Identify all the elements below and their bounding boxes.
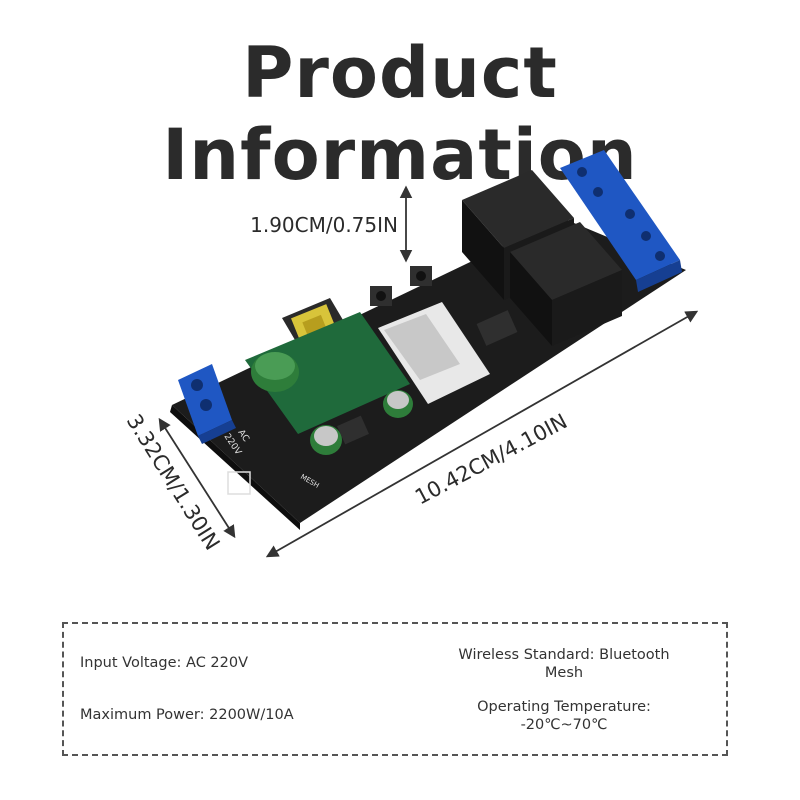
capacitor-small-2 [383, 390, 413, 418]
operating-temperature-line1: Operating Temperature: [477, 699, 651, 715]
wireless-standard-line2: Mesh [544, 665, 584, 681]
width-dimension-arrow [158, 417, 236, 539]
page-title: Product Information [162, 32, 638, 196]
push-button-1 [370, 286, 392, 306]
height-dimension-label: 1.90CM/0.75IN [250, 213, 398, 237]
operating-temperature-line2: -20℃~70℃ [520, 717, 608, 733]
right-terminal-block [560, 150, 682, 292]
spec-box: Input Voltage: AC 220V Wireless Standard… [62, 622, 728, 756]
capacitor-large [251, 352, 299, 392]
input-voltage-spec: Input Voltage: AC 220V [80, 655, 249, 671]
operating-temperature-spec: Operating Temperature: -20℃~70℃ [424, 698, 704, 734]
wireless-standard-line1: Wireless Standard: Bluetooth [458, 647, 670, 663]
length-dimension-arrow [265, 310, 699, 558]
push-button-2 [410, 266, 432, 286]
product-illustration: AC 220V MESH 1.90CM/0.75IN 10.42CM/4.10I… [122, 150, 699, 558]
maximum-power-spec: Maximum Power: 2200W/10A [80, 707, 294, 723]
capacitor-small-1 [310, 425, 342, 455]
wireless-standard-spec: Wireless Standard: Bluetooth Mesh [424, 646, 704, 682]
